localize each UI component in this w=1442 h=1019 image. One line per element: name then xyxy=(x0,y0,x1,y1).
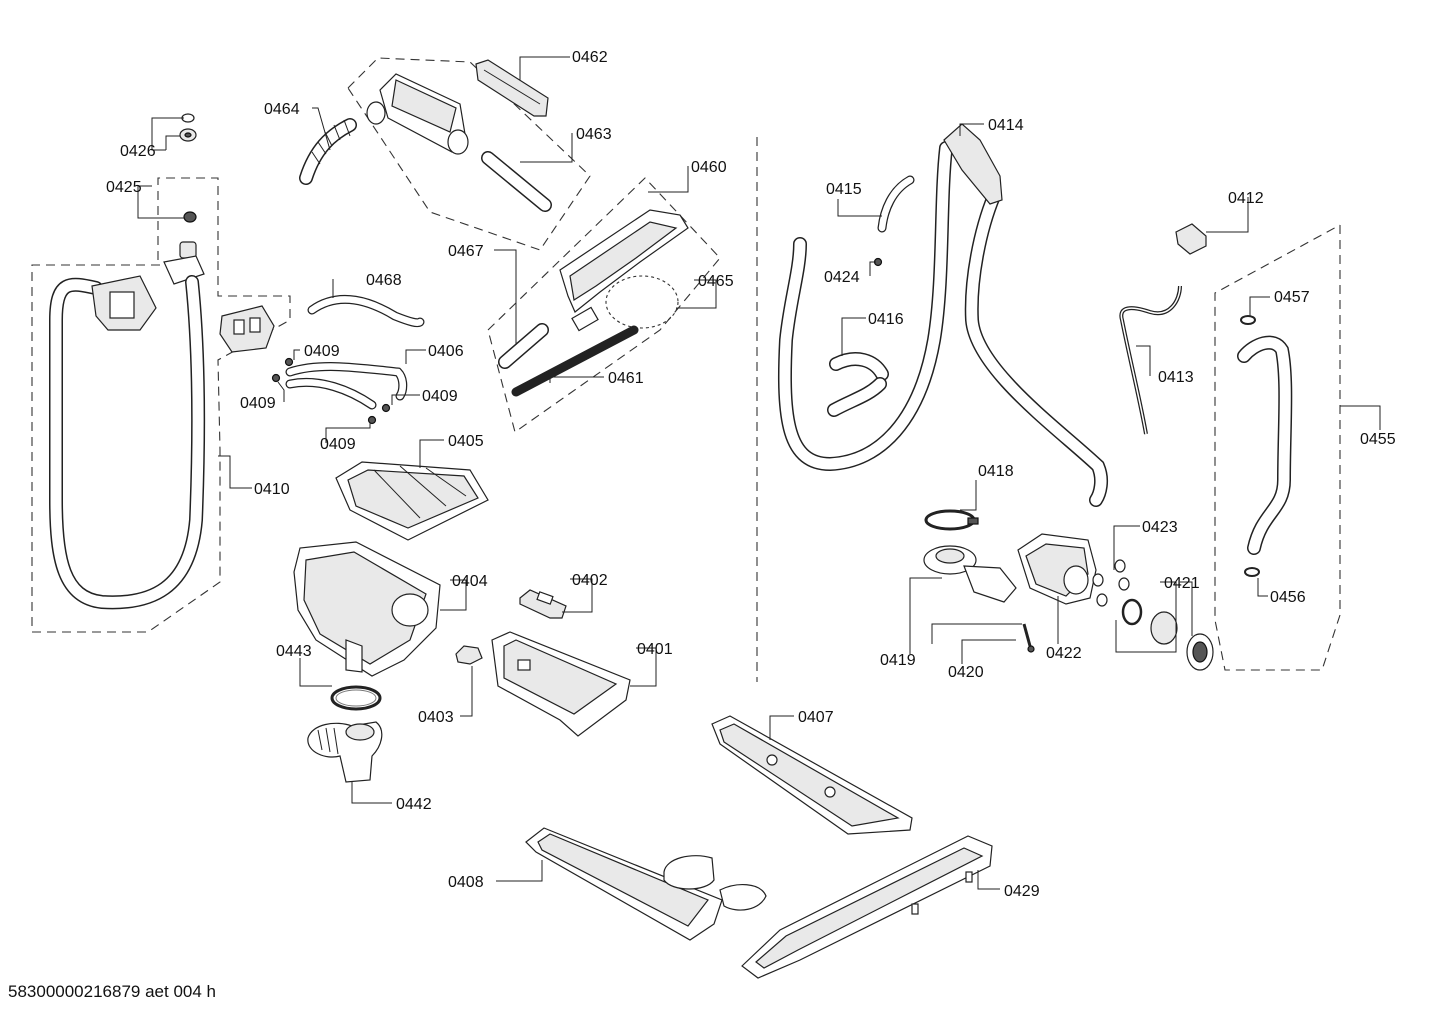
part-label: 0412 xyxy=(1228,190,1264,207)
part-0463-housing xyxy=(366,73,469,155)
part-label: 0467 xyxy=(448,243,484,260)
part-0403-cap xyxy=(455,645,483,665)
part-label: 0422 xyxy=(1046,645,1082,662)
part-0426-washer xyxy=(179,113,197,142)
part-label: 0455 xyxy=(1360,431,1396,448)
part-label: 0413 xyxy=(1158,369,1194,386)
outline-group-0465 xyxy=(605,275,679,329)
part-0443-clamp xyxy=(330,685,382,711)
part-0460-dispenser xyxy=(559,209,689,332)
part-label: 0425 xyxy=(106,179,142,196)
document-code: 58300000216879 aet 004 h xyxy=(8,982,216,1001)
part-label: 0409 xyxy=(320,436,356,453)
part-0464-bellows xyxy=(299,118,357,185)
part-label: 0463 xyxy=(576,126,612,143)
part-label: 0403 xyxy=(418,709,454,726)
part-label: 0409 xyxy=(240,395,276,412)
part-0404-drawer xyxy=(293,541,441,677)
part-label: 0405 xyxy=(448,433,484,450)
part-0461-spring-hose xyxy=(511,325,639,397)
part-label: 0424 xyxy=(824,269,860,286)
part-label: 0401 xyxy=(637,641,673,658)
part-0467-tube xyxy=(481,151,552,369)
part-label: 0465 xyxy=(698,273,734,290)
part-label: 0457 xyxy=(1274,289,1310,306)
part-0415-hose xyxy=(877,175,915,233)
part-label: 0409 xyxy=(422,388,458,405)
part-0401-housing xyxy=(491,631,631,737)
part-label: 0418 xyxy=(978,463,1014,480)
part-labels: 0462 0464 0463 0426 0425 0460 0467 0468 … xyxy=(106,49,1396,900)
part-label: 0415 xyxy=(826,181,862,198)
part-label: 0443 xyxy=(276,643,312,660)
part-0416-elbow xyxy=(827,352,889,417)
part-0408-rail xyxy=(525,827,767,941)
part-0423-seals xyxy=(1092,559,1130,607)
part-0407-rail xyxy=(711,715,913,835)
part-0442-bellow xyxy=(307,721,383,783)
part-0410-inlet-hose xyxy=(49,275,206,610)
part-0455-drain-hose xyxy=(1237,315,1293,577)
part-0406-hoses xyxy=(285,362,408,410)
part-label: 0410 xyxy=(254,481,290,498)
part-label: 0407 xyxy=(798,709,834,726)
part-label: 0461 xyxy=(608,370,644,387)
part-label: 0468 xyxy=(366,272,402,289)
part-label: 0442 xyxy=(396,796,432,813)
part-0422-pump xyxy=(1017,533,1097,605)
part-label: 0409 xyxy=(304,343,340,360)
part-label: 0414 xyxy=(988,117,1024,134)
part-0419-bellow xyxy=(923,545,1017,603)
part-label: 0464 xyxy=(264,101,300,118)
part-valve xyxy=(219,305,275,353)
part-label: 0419 xyxy=(880,652,916,669)
part-label: 0402 xyxy=(572,572,608,589)
part-label: 0456 xyxy=(1270,589,1306,606)
part-drawings xyxy=(49,59,1293,979)
part-label: 0429 xyxy=(1004,883,1040,900)
part-0429-rail xyxy=(741,835,993,979)
part-0421-cap xyxy=(1121,598,1214,671)
part-label: 0462 xyxy=(572,49,608,66)
part-label: 0420 xyxy=(948,664,984,681)
part-label: 0416 xyxy=(868,311,904,328)
part-label: 0404 xyxy=(452,573,488,590)
part-label: 0460 xyxy=(691,159,727,176)
part-0413-cable xyxy=(1119,285,1182,435)
outline-group-0410 xyxy=(31,177,291,633)
part-0425-filter xyxy=(163,211,205,285)
part-label: 0426 xyxy=(120,143,156,160)
part-label: 0421 xyxy=(1164,575,1200,592)
part-0468-hose xyxy=(307,294,425,328)
outline-group-0455 xyxy=(1214,224,1341,671)
part-0414-drain-hose xyxy=(777,123,1109,507)
group-outlines xyxy=(31,57,1341,682)
outline-group-0460 xyxy=(487,177,721,433)
part-label: 0408 xyxy=(448,874,484,891)
leader-lines xyxy=(137,56,1381,890)
part-0462-bracket xyxy=(475,59,549,117)
part-0420-screw xyxy=(1022,623,1035,653)
part-label: 0406 xyxy=(428,343,464,360)
outline-group-0463 xyxy=(347,57,591,251)
part-label: 0423 xyxy=(1142,519,1178,536)
part-0405-tray xyxy=(335,461,489,541)
part-0409-clamps xyxy=(271,357,391,425)
part-0418-clamp xyxy=(924,509,979,531)
part-0412-sensor xyxy=(1175,223,1207,255)
part-0402 xyxy=(519,589,567,619)
